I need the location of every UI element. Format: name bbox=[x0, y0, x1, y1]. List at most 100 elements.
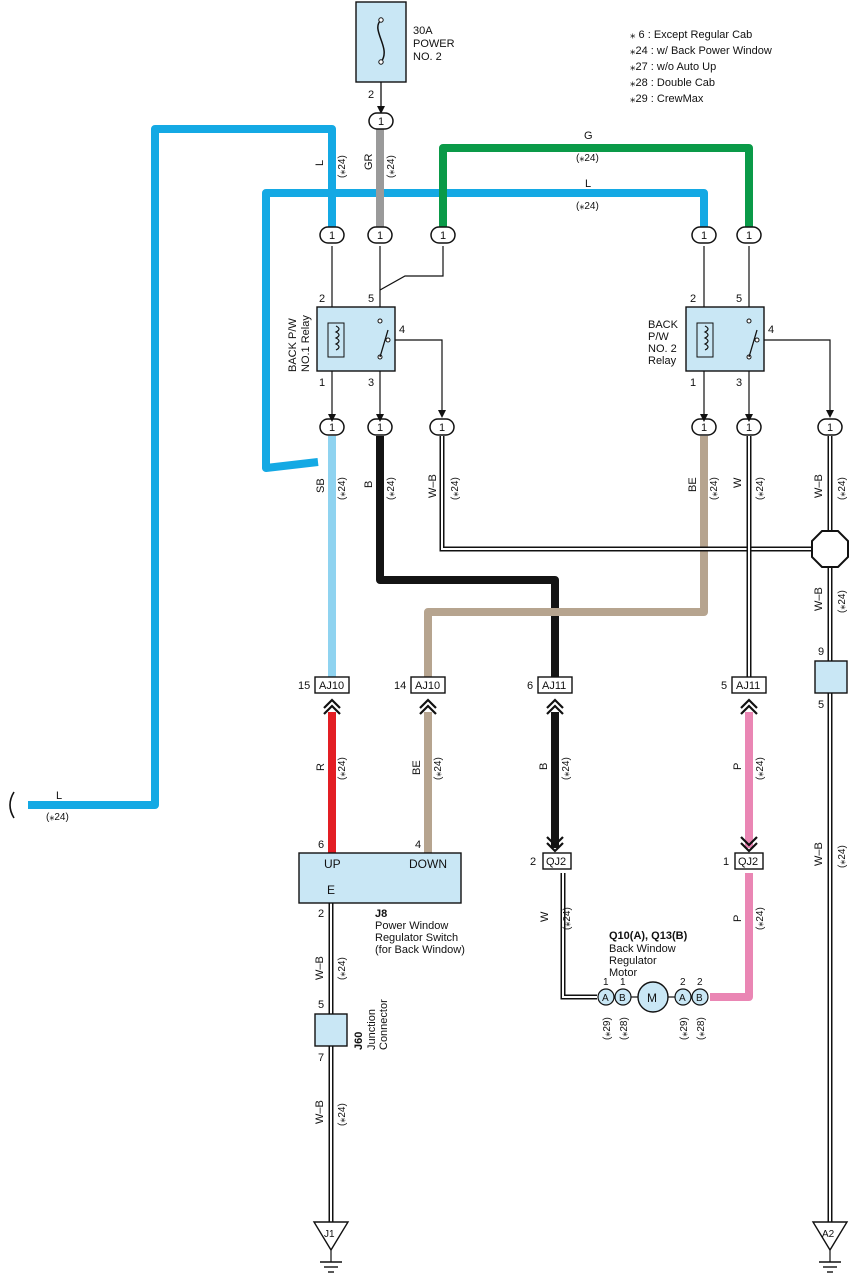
label-p-lower: P bbox=[732, 915, 744, 922]
pill-sb: 1 bbox=[319, 418, 345, 436]
label-b-lower: B bbox=[538, 763, 550, 770]
j60-ref: J60 bbox=[353, 1032, 365, 1050]
pill-be-label: 1 bbox=[701, 422, 707, 434]
switch-ref: J8 bbox=[375, 908, 387, 920]
pill-wb-right-label: 1 bbox=[827, 422, 833, 434]
label-l-top: L bbox=[314, 160, 326, 166]
aj10-15-name: AJ10 bbox=[319, 680, 344, 692]
mark-be-upper: (⁎24) bbox=[709, 477, 720, 500]
pill-l-top-label: 1 bbox=[329, 230, 335, 242]
relay2-pin2: 2 bbox=[690, 293, 696, 305]
label-w-motor: W bbox=[539, 911, 551, 922]
relay2-label-line3: NO. 2 bbox=[648, 343, 677, 355]
motor-pin-a2: 2 bbox=[680, 977, 686, 988]
wire-b-upper bbox=[376, 436, 559, 678]
pill-w: 1 bbox=[736, 418, 762, 436]
junction-right-pin-bottom: 5 bbox=[818, 699, 824, 711]
mark-p-lower: (⁎24) bbox=[755, 907, 766, 930]
qj2-1-name: QJ2 bbox=[738, 856, 758, 868]
motor-b-left: B bbox=[619, 993, 626, 1004]
ground-a2-label: A2 bbox=[822, 1229, 835, 1240]
label-l-left: L bbox=[56, 790, 62, 802]
qj2-1-connector: QJ2 1 bbox=[723, 836, 764, 870]
wire-g bbox=[439, 144, 753, 228]
relay1-pin4: 4 bbox=[399, 324, 405, 336]
switch-pin-e: 2 bbox=[318, 908, 324, 920]
label-r: R bbox=[315, 763, 327, 771]
aj10-15-pin: 15 bbox=[298, 680, 310, 692]
fuse-line1: 30A bbox=[413, 25, 433, 37]
pill-w-label: 1 bbox=[746, 422, 752, 434]
fuse-line3: NO. 2 bbox=[413, 51, 442, 63]
wire-be-upper bbox=[424, 436, 708, 678]
label-be-lower: BE bbox=[411, 760, 423, 775]
back-pw-no2-relay: 2 5 4 1 3 BACK P/W NO. 2 Relay bbox=[648, 246, 834, 422]
mark-w-right: (⁎24) bbox=[755, 477, 766, 500]
qj2-2-pin: 2 bbox=[530, 856, 536, 868]
wires bbox=[9, 125, 833, 1222]
mark-wb-left: (⁎24) bbox=[450, 477, 461, 500]
mark-wb-right-3: (⁎24) bbox=[837, 845, 848, 868]
aj11-5-name: AJ11 bbox=[736, 680, 760, 692]
motor-name-line2: Regulator bbox=[609, 955, 657, 967]
wire-p-lower bbox=[710, 873, 753, 1001]
relay2-pin3: 3 bbox=[736, 377, 742, 389]
label-wb-right-2: W–B bbox=[813, 587, 825, 611]
fuse-line2: POWER bbox=[413, 38, 455, 50]
switch-up: UP bbox=[324, 857, 341, 871]
pill-l-relay2: 1 bbox=[691, 226, 717, 244]
mark-l-top: (⁎24) bbox=[337, 155, 348, 178]
label-wb-left: W–B bbox=[427, 474, 439, 498]
label-b-upper: B bbox=[363, 481, 375, 488]
ground-a2: A2 bbox=[811, 1221, 849, 1273]
label-wb-ground: W–B bbox=[314, 1100, 326, 1124]
relay2-label-line2: P/W bbox=[648, 331, 669, 343]
label-wb-right-1: W–B bbox=[813, 474, 825, 498]
mark-wb-ground: (⁎24) bbox=[337, 1103, 348, 1126]
switch-pin-down: 4 bbox=[415, 839, 421, 851]
motor-pin-b2: 2 bbox=[697, 977, 703, 988]
mark-wb-switch: (⁎24) bbox=[337, 957, 348, 980]
relay2-label-line1: BACK bbox=[648, 319, 679, 331]
legend: ⁎ 6 : Except Regular Cab ⁎24 : w/ Back P… bbox=[630, 29, 772, 105]
pill-be: 1 bbox=[691, 418, 717, 436]
legend-item-6: ⁎ 6 : Except Regular Cab bbox=[630, 29, 752, 41]
pill-b-label: 1 bbox=[377, 422, 383, 434]
qj2-1-pin: 1 bbox=[723, 856, 729, 868]
motor-mark-29-left: (⁎29) bbox=[602, 1017, 613, 1040]
relay1-pin1: 1 bbox=[319, 377, 325, 389]
junction-right: 9 5 bbox=[814, 646, 848, 711]
junction-connector-j60: 5 7 J60 Junction Connector bbox=[314, 999, 390, 1064]
pill-gr-top: 1 bbox=[367, 226, 393, 244]
ground-j1-label: J1 bbox=[324, 1229, 335, 1240]
ground-j1: J1 bbox=[312, 1221, 350, 1273]
aj10-14-pin: 14 bbox=[394, 680, 406, 692]
pill-wb-right: 1 bbox=[817, 418, 843, 436]
mark-g: (⁎24) bbox=[576, 153, 599, 164]
fuse-30a-power-no2: 30A POWER NO. 2 2 bbox=[355, 1, 455, 114]
back-pw-no1-relay: 2 5 4 1 3 BACK P/W NO.1 Relay bbox=[287, 246, 446, 422]
aj10-14-name: AJ10 bbox=[415, 680, 440, 692]
switch-name-line3: (for Back Window) bbox=[375, 944, 465, 956]
motor-pin-a1: 1 bbox=[603, 977, 609, 988]
pill-sb-label: 1 bbox=[329, 422, 335, 434]
legend-item-27: ⁎27 : w/o Auto Up bbox=[630, 61, 716, 73]
legend-item-24: ⁎24 : w/ Back Power Window bbox=[630, 45, 772, 57]
switch-pin-up: 6 bbox=[318, 839, 324, 851]
mark-l-mid: (⁎24) bbox=[576, 201, 599, 212]
wire-w-motor bbox=[560, 873, 597, 1000]
motor-mark-28-left: (⁎28) bbox=[619, 1017, 630, 1040]
mark-p-upper: (⁎24) bbox=[755, 757, 766, 780]
pill-wb-left: 1 bbox=[429, 418, 455, 436]
j60-name-line1: Junction bbox=[366, 1009, 378, 1050]
splice-joint bbox=[811, 530, 849, 568]
label-w-right: W bbox=[732, 477, 744, 488]
wire-l-left bbox=[28, 125, 336, 809]
switch-e: E bbox=[327, 883, 335, 897]
motor-name-line3: Motor bbox=[609, 967, 637, 979]
aj11-5-pin: 5 bbox=[721, 680, 727, 692]
label-wb-switch: W–B bbox=[314, 956, 326, 980]
label-wb-right-3: W–B bbox=[813, 842, 825, 866]
motor-a-right: A bbox=[679, 993, 686, 1004]
mark-r: (⁎24) bbox=[337, 757, 348, 780]
